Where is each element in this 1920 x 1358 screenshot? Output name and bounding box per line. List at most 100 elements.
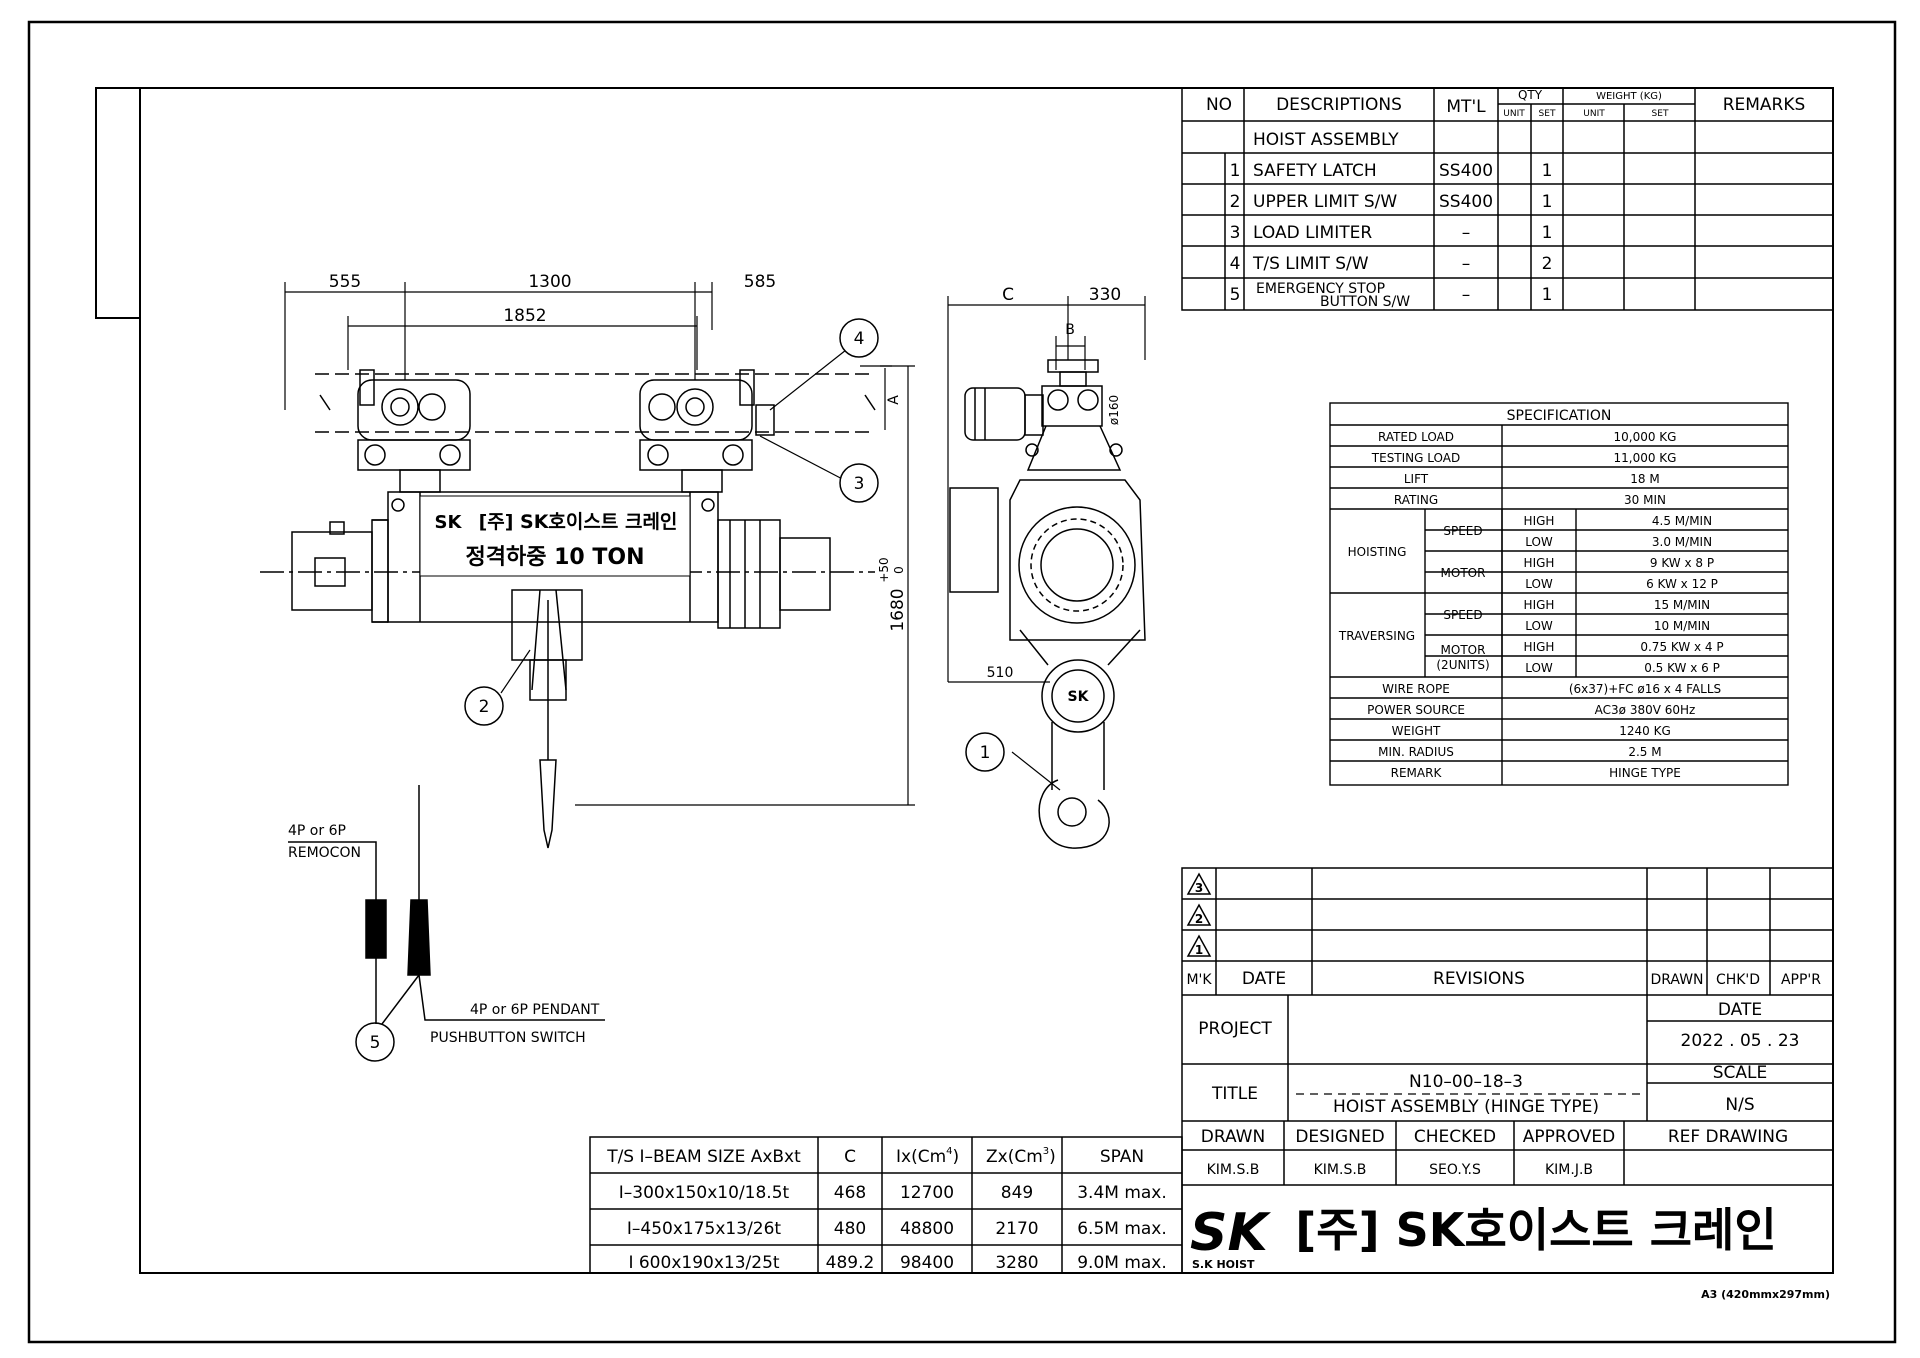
nameplate-capacity: 정격하중 10 TON (465, 545, 644, 570)
tb-designed-label: DESIGNED (1295, 1127, 1384, 1147)
parts-header-weight-unit: UNIT (1583, 109, 1605, 119)
parts-row-set: 1 (1542, 285, 1553, 305)
parts-table (1181, 87, 1834, 311)
binding-tab (95, 87, 140, 319)
paper-size-note: A3 (420mmx297mm) (1701, 1288, 1830, 1301)
parts-header-mtl: MT'L (1446, 97, 1486, 117)
spec-label: WEIGHT (1392, 724, 1441, 738)
tb-date: DATE (1242, 969, 1286, 989)
parts-row-mtl: – (1462, 285, 1471, 305)
parts-header-qty: QTY (1518, 88, 1543, 102)
side-sheave-logo: SK (1068, 689, 1090, 705)
callout-3: 3 (839, 463, 879, 503)
spec-label: RATING (1394, 493, 1438, 507)
parts-header-qty-set: SET (1539, 109, 1556, 119)
parts-row-mtl: – (1462, 254, 1471, 274)
beam-row-span: 6.5M max. (1077, 1219, 1167, 1239)
beam-header-ix: Ix(Cm4) (896, 1146, 959, 1167)
spec-high: HIGH (1524, 598, 1555, 612)
spec-traversing-speed-label: SPEED (1443, 608, 1482, 622)
callout-leaders (500, 349, 1061, 791)
parts-row-no: 4 (1230, 254, 1241, 274)
tb-title-label: TITLE (1211, 1084, 1258, 1104)
spec-low: LOW (1525, 619, 1553, 633)
tb-mk: M'K (1186, 972, 1212, 988)
beam-header-span: SPAN (1100, 1147, 1144, 1167)
spec-hoisting-motor-label: MOTOR (1441, 566, 1486, 580)
tb-designed-by: KIM.S.B (1314, 1162, 1367, 1178)
spec-traversing-label: TRAVERSING (1338, 629, 1415, 643)
company-name: [주] SK호이스트 크레인 (1295, 1203, 1776, 1257)
dim-330: 330 (1089, 285, 1121, 305)
parts-row-set: 1 (1542, 161, 1553, 181)
tb-drawing-number: N10–00–18–3 (1409, 1072, 1523, 1092)
dim-585: 585 (744, 272, 776, 292)
spec-value: 0.5 KW x 6 P (1644, 661, 1720, 675)
dim-1680: 1680 (888, 588, 908, 631)
parts-row-no: 1 (1230, 161, 1241, 181)
callout-1: 1 (965, 732, 1005, 772)
spec-value: HINGE TYPE (1609, 766, 1681, 780)
side-view-hoist (949, 359, 1146, 849)
company-logo-subtitle: S.K HOIST (1192, 1258, 1255, 1271)
spec-high: HIGH (1524, 556, 1555, 570)
callout-2-label: 2 (479, 697, 490, 717)
tb-drawn-by: KIM.S.B (1207, 1162, 1260, 1178)
tb-scale-label: SCALE (1713, 1063, 1768, 1083)
spec-hoisting-speed-label: SPEED (1443, 524, 1482, 538)
parts-row-mtl: SS400 (1439, 192, 1493, 212)
parts-row-set: 2 (1542, 254, 1553, 274)
pendant-label-1: 4P or 6P PENDANT (470, 1002, 600, 1018)
spec-value: 10 M/MIN (1654, 619, 1710, 633)
remote-and-pendant (288, 785, 605, 1025)
beam-header-zx: Zx(Cm3) (986, 1146, 1056, 1167)
beam-row-size: I–300x150x10/18.5t (619, 1183, 790, 1203)
beam-row-c: 489.2 (826, 1253, 875, 1273)
dim-1300: 1300 (528, 272, 571, 292)
spec-value: (6x37)+FC ø16 x 4 FALLS (1569, 682, 1721, 696)
spec-low: LOW (1525, 661, 1553, 675)
parts-row-desc: EMERGENCY STOP (1256, 281, 1385, 297)
beam-header-size: T/S I–BEAM SIZE AxBxt (606, 1147, 801, 1167)
parts-row-desc: UPPER LIMIT S/W (1253, 192, 1397, 212)
callout-3-label: 3 (854, 474, 865, 494)
spec-label: POWER SOURCE (1367, 703, 1465, 717)
spec-value: 0.75 KW x 4 P (1640, 640, 1723, 654)
dim-1680-tol-lower: 0 (892, 566, 906, 574)
spec-value: 9 KW x 8 P (1650, 556, 1714, 570)
spec-value: AC3ø 380V 60Hz (1595, 703, 1696, 717)
beam-header-c: C (844, 1147, 856, 1167)
parts-header-weight: WEIGHT (KG) (1596, 91, 1662, 102)
parts-header-descriptions: DESCRIPTIONS (1276, 95, 1402, 115)
front-view-dimensions (284, 282, 915, 806)
pendant-label-2: PUSHBUTTON SWITCH (430, 1030, 586, 1046)
spec-label: MIN. RADIUS (1378, 745, 1454, 759)
tb-drawn-label: DRAWN (1201, 1127, 1265, 1147)
tb-approved-by: KIM.J.B (1545, 1162, 1593, 1178)
spec-label: TESTING LOAD (1371, 451, 1460, 465)
beam-row-ix: 12700 (900, 1183, 954, 1203)
beam-row-zx: 849 (1001, 1183, 1033, 1203)
revision-triangles (1186, 872, 1212, 957)
dim-a: A (886, 395, 902, 405)
rev-mark-3: 3 (1195, 881, 1203, 895)
tb-appr-header: APP'R (1781, 972, 1821, 988)
dim-510: 510 (987, 665, 1014, 681)
tb-scale-value: N/S (1725, 1095, 1754, 1115)
spec-traversing-units: (2UNITS) (1436, 658, 1489, 672)
beam-row-ix: 48800 (900, 1219, 954, 1239)
parts-header-weight-set: SET (1652, 109, 1669, 119)
beam-row-c: 480 (834, 1219, 866, 1239)
side-view-dimensions (947, 296, 1146, 683)
outer-frame (27, 20, 1897, 1344)
callout-1-label: 1 (980, 743, 991, 763)
spec-low: LOW (1525, 577, 1553, 591)
tb-checked-label: CHECKED (1414, 1127, 1496, 1147)
parts-row-set: 1 (1542, 223, 1553, 243)
parts-row-desc: SAFETY LATCH (1253, 161, 1377, 181)
beam-row-size: I 600x190x13/25t (628, 1253, 779, 1273)
spec-value: 1240 KG (1619, 724, 1671, 738)
spec-label: REMARK (1391, 766, 1443, 780)
callout-5: 5 (355, 1022, 395, 1062)
tb-project-label: PROJECT (1198, 1019, 1272, 1039)
